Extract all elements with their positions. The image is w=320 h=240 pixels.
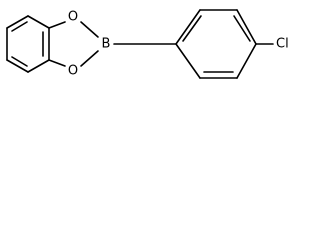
dioxaborole-ring	[48, 21, 99, 67]
bond	[175, 43, 201, 79]
double-bond-inner	[233, 15, 251, 42]
oxygen-top-label: O	[68, 10, 78, 25]
boron-label: B	[102, 37, 111, 52]
chlorine-label: Cl	[276, 37, 289, 52]
bond	[80, 21, 99, 38]
bond	[175, 9, 201, 45]
oxygen-bottom-label: O	[68, 64, 78, 79]
bond	[6, 59, 29, 73]
bond	[48, 21, 66, 29]
bond	[27, 15, 50, 29]
bond	[80, 50, 99, 67]
bond	[236, 43, 257, 79]
bond	[48, 59, 66, 67]
double-bond-inner	[11, 21, 28, 32]
double-bond-inner	[182, 15, 202, 42]
chlorophenyl-ring	[175, 9, 257, 79]
bond	[6, 15, 29, 29]
chemical-structure-diagram: O O B Cl	[6, 9, 289, 79]
double-bond-inner	[11, 56, 28, 67]
bond	[27, 59, 50, 73]
bond	[236, 9, 257, 45]
benzene-ring	[6, 15, 50, 73]
